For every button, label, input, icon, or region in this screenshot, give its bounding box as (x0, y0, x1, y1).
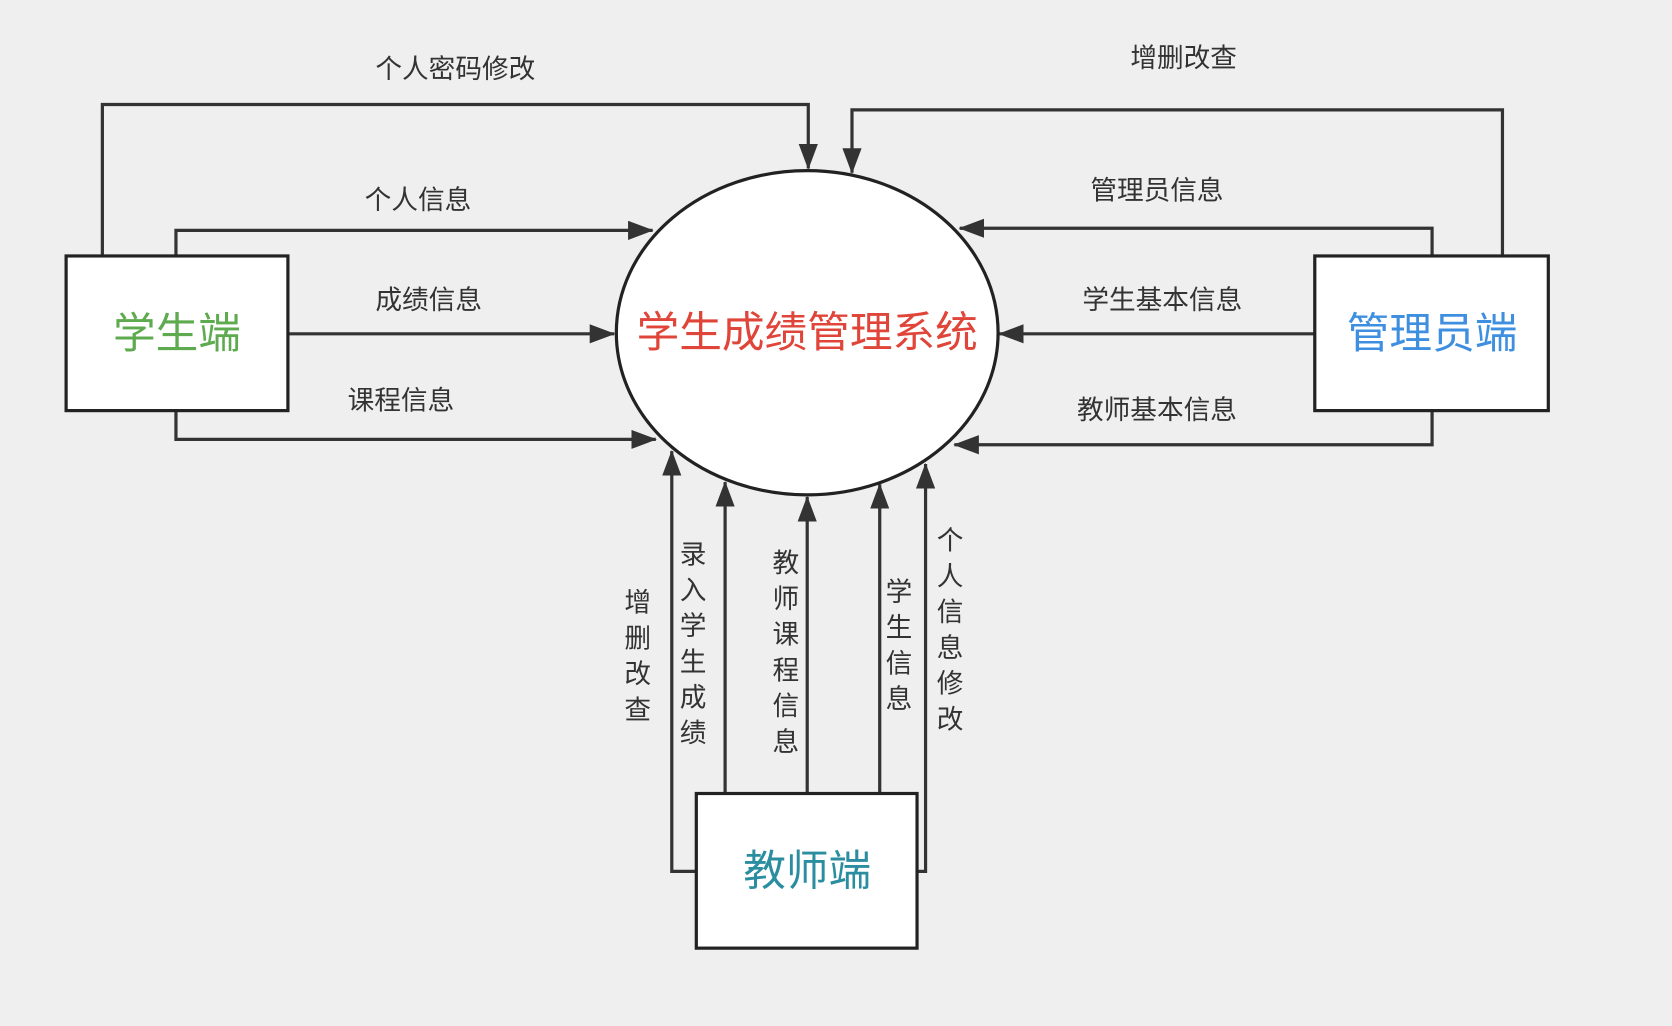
label-character: 录 (680, 539, 707, 570)
central-system-node: 学生成绩管理系统 (614, 169, 1000, 497)
label-character: 人 (937, 561, 964, 592)
central-system-label: 学生成绩管理系统 (637, 308, 978, 358)
label-character: 修 (937, 668, 964, 699)
connector-teacher-crud (662, 450, 697, 873)
label-teacher-enter-grades: 录入学生成绩 (680, 539, 707, 749)
label-student-password-change: 个人密码修改 (375, 54, 535, 85)
label-character: 学 (680, 611, 707, 642)
connectors (100, 102, 1505, 873)
label-student-personal-info: 个人信息 (365, 185, 472, 216)
label-character: 改 (624, 659, 651, 690)
teacher-box (694, 791, 919, 950)
label-character: 生 (680, 646, 707, 677)
label-teacher-student-info: 学生信息 (886, 576, 913, 714)
label-character: 程 (773, 655, 800, 686)
admin-label: 管理员端 (1347, 309, 1518, 359)
admin-node: 管理员端 (1313, 254, 1550, 413)
label-admin-admin-info: 管理员信息 (1090, 175, 1223, 206)
student-label: 学生端 (113, 309, 241, 359)
label-character: 息 (937, 632, 964, 663)
label-character: 改 (937, 704, 964, 735)
connector-admin-crud (842, 108, 1505, 256)
label-character: 课 (773, 619, 800, 650)
connector-student-course-info (174, 410, 657, 450)
label-character: 学 (886, 576, 913, 607)
label-character: 信 (937, 597, 964, 628)
student-box (64, 254, 290, 413)
connector-admin-teacher-basic-info (953, 410, 1434, 455)
label-admin-crud: 增删改查 (1130, 43, 1237, 74)
label-character: 生 (886, 612, 913, 643)
label-character: 信 (773, 691, 800, 722)
connector-admin-admin-info (958, 218, 1434, 256)
label-character: 信 (886, 648, 913, 679)
teacher-label: 教师端 (743, 846, 871, 896)
connector-student-password-change (100, 102, 818, 256)
label-character: 教 (773, 548, 800, 579)
teacher-node: 教师端 (694, 791, 919, 950)
label-admin-student-basic-info: 学生基本信息 (1082, 285, 1242, 316)
connector-student-personal-info (174, 220, 654, 256)
central-system-ellipse (614, 169, 1000, 497)
label-character: 查 (624, 694, 651, 725)
label-character: 息 (886, 684, 913, 715)
label-character: 成 (680, 682, 707, 713)
label-student-grade-info: 成绩信息 (375, 285, 482, 316)
label-character: 息 (773, 726, 800, 757)
label-character: 绩 (680, 718, 707, 749)
label-character: 师 (773, 583, 800, 614)
admin-box (1313, 254, 1550, 413)
label-character: 增 (624, 587, 651, 618)
label-teacher-course-info: 教师课程信息 (773, 548, 800, 758)
label-teacher-crud: 增删改查 (624, 587, 651, 725)
label-admin-teacher-basic-info: 教师基本信息 (1077, 395, 1237, 426)
label-teacher-personal-info-change: 个人信息修改 (937, 525, 964, 735)
label-character: 入 (680, 575, 707, 606)
student-node: 学生端 (64, 254, 290, 413)
label-character: 个 (937, 525, 964, 556)
label-character: 删 (624, 623, 651, 654)
connector-teacher-personal-info-change (915, 462, 936, 873)
label-student-course-info: 课程信息 (348, 386, 455, 417)
